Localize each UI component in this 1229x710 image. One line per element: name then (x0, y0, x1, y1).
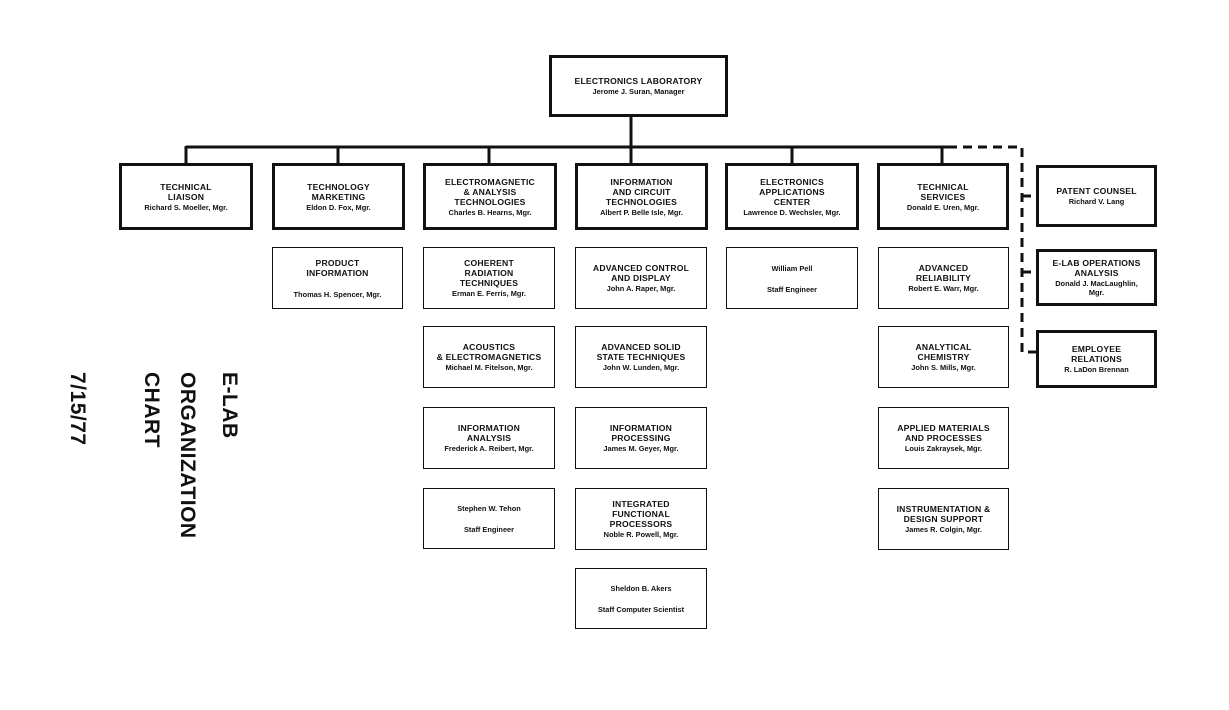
dept-technical-liaison: TECHNICAL LIAISON Richard S. Moeller, Mg… (119, 163, 253, 230)
unit-title: INFORMATION PROCESSING (609, 423, 673, 443)
dept-title: ELECTRONICS APPLICATIONS CENTER (759, 176, 825, 207)
unit-instrumentation: INSTRUMENTATION & DESIGN SUPPORT James R… (878, 488, 1009, 550)
root-box: ELECTRONICS LABORATORY Jerome J. Suran, … (549, 55, 728, 117)
dept-title: INFORMATION AND CIRCUIT TECHNOLOGIES (605, 176, 678, 207)
unit-advanced-reliability: ADVANCED RELIABILITY Robert E. Warr, Mgr… (878, 247, 1009, 309)
unit-advanced-control: ADVANCED CONTROL AND DISPLAY John A. Rap… (575, 247, 707, 309)
unit-advanced-solid-state: ADVANCED SOLID STATE TECHNIQUES John W. … (575, 326, 707, 388)
dept-applications-center: ELECTRONICS APPLICATIONS CENTER Lawrence… (725, 163, 859, 230)
dept-technology-marketing: TECHNOLOGY MARKETING Eldon D. Fox, Mgr. (272, 163, 405, 230)
unit-analytical-chemistry: ANALYTICAL CHEMISTRY John S. Mills, Mgr. (878, 326, 1009, 388)
unit-person: Thomas H. Spencer, Mgr. (293, 289, 382, 299)
chart-title-line-1: E-LAB (218, 372, 241, 439)
dept-person: Donald E. Uren, Mgr. (906, 202, 980, 212)
root-title: ELECTRONICS LABORATORY (574, 76, 703, 86)
unit-product-information: PRODUCT INFORMATION Thomas H. Spencer, M… (272, 247, 403, 309)
unit-title: ACOUSTICS & ELECTROMAGNETICS (436, 342, 542, 362)
chart-title-line-3: CHART (140, 372, 163, 448)
dept-title: TECHNOLOGY MARKETING (307, 181, 370, 202)
unit-title: ADVANCED CONTROL AND DISPLAY (592, 263, 690, 283)
staff-employee-relations: EMPLOYEE RELATIONS R. LaDon Brennan (1036, 330, 1157, 388)
staff-person: Richard V. Lang (1068, 197, 1125, 206)
unit-staff-tehon: Stephen W. Tehon Staff Engineer (423, 488, 555, 549)
unit-title: INSTRUMENTATION & DESIGN SUPPORT (896, 504, 991, 524)
dept-title: TECHNICAL LIAISON (160, 181, 212, 202)
unit-title: ADVANCED RELIABILITY (915, 263, 972, 283)
unit-person: Robert E. Warr, Mgr. (908, 284, 979, 293)
chart-date: 7/15/77 (66, 372, 89, 446)
unit-title: ADVANCED SOLID STATE TECHNIQUES (596, 342, 686, 362)
root-person: Jerome J. Suran, Manager (592, 87, 685, 96)
unit-title: INTEGRATED FUNCTIONAL PROCESSORS (609, 499, 673, 529)
staff-role: Staff Engineer (766, 284, 818, 294)
staff-name: Sheldon B. Akers (610, 584, 672, 593)
staff-name: William Pell (771, 263, 813, 273)
dept-person: Eldon D. Fox, Mgr. (306, 202, 371, 212)
unit-person: John S. Mills, Mgr. (911, 363, 976, 372)
dept-title: ELECTROMAGNETIC & ANALYSIS TECHNOLOGIES (445, 176, 535, 207)
dept-person: Charles B. Hearns, Mgr. (448, 207, 532, 217)
unit-person: James M. Geyer, Mgr. (603, 444, 679, 453)
staff-person: R. LaDon Brennan (1064, 365, 1129, 374)
unit-person: Louis Zakraysek, Mgr. (904, 444, 983, 453)
unit-title: INFORMATION ANALYSIS (457, 423, 521, 443)
staff-person: Donald J. MacLaughlin, Mgr. (1055, 279, 1138, 297)
unit-information-processing: INFORMATION PROCESSING James M. Geyer, M… (575, 407, 707, 469)
staff-title: PATENT COUNSEL (1056, 186, 1137, 196)
unit-acoustics: ACOUSTICS & ELECTROMAGNETICS Michael M. … (423, 326, 555, 388)
staff-operations-analysis: E-LAB OPERATIONS ANALYSIS Donald J. MacL… (1036, 249, 1157, 306)
dept-person: Lawrence D. Wechsler, Mgr. (743, 207, 841, 217)
unit-applied-materials: APPLIED MATERIALS AND PROCESSES Louis Za… (878, 407, 1009, 469)
chart-title-line-2: ORGANIZATION (176, 372, 199, 539)
unit-information-analysis: INFORMATION ANALYSIS Frederick A. Reiber… (423, 407, 555, 469)
connector-staff-dashed (948, 145, 1036, 354)
staff-role: Staff Computer Scientist (597, 605, 685, 614)
unit-title: PRODUCT INFORMATION (306, 257, 369, 278)
unit-person: John W. Lunden, Mgr. (602, 363, 680, 372)
dept-person: Richard S. Moeller, Mgr. (144, 202, 228, 212)
unit-staff-pell: William Pell Staff Engineer (726, 247, 858, 309)
dept-information-circuit: INFORMATION AND CIRCUIT TECHNOLOGIES Alb… (575, 163, 708, 230)
dept-person: Albert P. Belle Isle, Mgr. (600, 207, 683, 217)
unit-person: Noble R. Powell, Mgr. (603, 530, 679, 539)
staff-title: EMPLOYEE RELATIONS (1071, 344, 1122, 364)
unit-integrated-processors: INTEGRATED FUNCTIONAL PROCESSORS Noble R… (575, 488, 707, 550)
unit-person: James R. Colgin, Mgr. (905, 525, 982, 534)
staff-title: E-LAB OPERATIONS ANALYSIS (1052, 258, 1141, 278)
dept-technical-services: TECHNICAL SERVICES Donald E. Uren, Mgr. (877, 163, 1009, 230)
dept-title: TECHNICAL SERVICES (917, 181, 969, 202)
unit-title: ANALYTICAL CHEMISTRY (915, 342, 972, 362)
unit-title: APPLIED MATERIALS AND PROCESSES (897, 423, 990, 443)
unit-person: Erman E. Ferris, Mgr. (452, 289, 526, 298)
unit-coherent-radiation: COHERENT RADIATION TECHNIQUES Erman E. F… (423, 247, 555, 309)
dept-electromagnetic: ELECTROMAGNETIC & ANALYSIS TECHNOLOGIES … (423, 163, 557, 230)
staff-role: Staff Engineer (463, 525, 515, 534)
staff-name: Stephen W. Tehon (457, 504, 521, 513)
unit-person: Frederick A. Reibert, Mgr. (444, 444, 534, 453)
unit-title: COHERENT RADIATION TECHNIQUES (459, 258, 519, 288)
unit-person: Michael M. Fitelson, Mgr. (445, 363, 533, 372)
unit-staff-akers: Sheldon B. Akers Staff Computer Scientis… (575, 568, 707, 629)
unit-person: John A. Raper, Mgr. (606, 284, 676, 293)
staff-patent-counsel: PATENT COUNSEL Richard V. Lang (1036, 165, 1157, 227)
